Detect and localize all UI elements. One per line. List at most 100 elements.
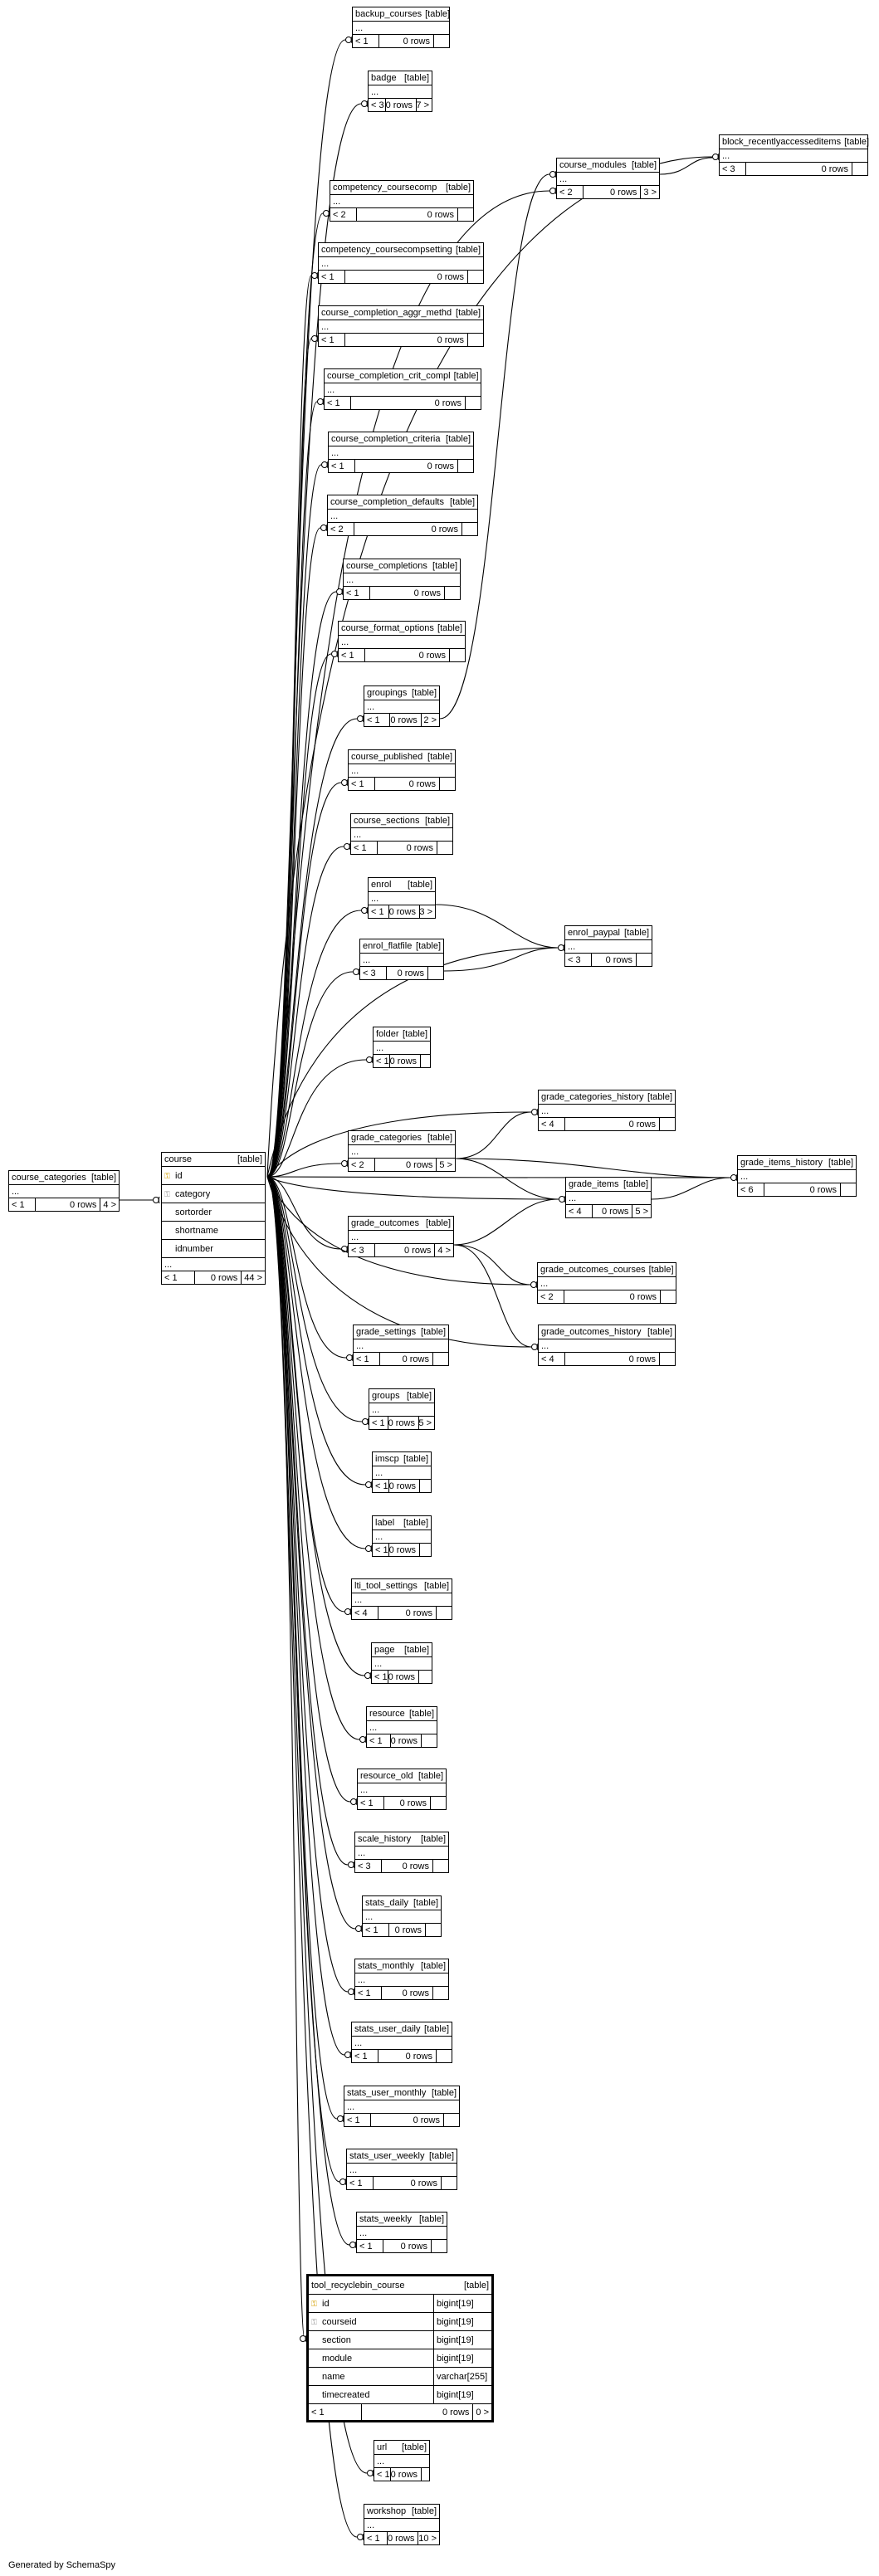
ellipsis-row: ... xyxy=(738,1169,856,1183)
edge-end-stats_user_monthly-crowfoot xyxy=(342,2115,344,2123)
ellipsis-row: ... xyxy=(374,2454,429,2467)
ellipsis-row: ... xyxy=(374,1041,430,1054)
edge-course-folder xyxy=(266,1059,367,1178)
table-course-completion-crit-compl[interactable]: course_completion_crit_compl[table]...< … xyxy=(324,368,481,410)
parent-count: < 1 xyxy=(367,1734,391,1747)
table-header: url[table] xyxy=(374,2441,429,2454)
table-header: course_completion_defaults[table] xyxy=(328,495,477,509)
table-header: groupings[table] xyxy=(364,686,439,700)
child-count xyxy=(637,954,652,966)
edge-end-course_completion_crit_compl-crowfoot xyxy=(322,398,325,406)
table-tag: [table] xyxy=(408,880,432,890)
edge-end-grade_outcomes-crowfoot xyxy=(346,1245,349,1253)
edge-course-grade_outcomes xyxy=(266,1176,342,1250)
table-competency-coursecompsetting[interactable]: competency_coursecompsetting[table]...< … xyxy=(318,242,484,284)
table-tag: [table] xyxy=(418,1771,443,1781)
table-name: imscp xyxy=(375,1454,399,1464)
table-header: folder[table] xyxy=(374,1027,430,1041)
table-tag: [table] xyxy=(456,245,481,255)
child-count xyxy=(458,460,473,472)
edge-course-course_sections xyxy=(266,846,344,1178)
edge-end-folder-crowfoot xyxy=(371,1056,374,1064)
row-count: 0 rows xyxy=(345,271,468,283)
table-header: grade_settings[table] xyxy=(354,1325,448,1339)
edge-end-groupings-crowfoot xyxy=(362,715,364,723)
edge-end-enrol xyxy=(361,907,368,914)
table-name: resource_old xyxy=(360,1771,413,1781)
row-count: 0 rows xyxy=(383,2240,432,2252)
table-header: grade_outcomes[table] xyxy=(349,1217,453,1230)
table-tag: [table] xyxy=(402,2442,427,2452)
edge-course-grade_outcomes_history xyxy=(266,1176,532,1348)
parent-count: < 1 xyxy=(351,842,378,854)
row-count: 0 rows xyxy=(388,2532,419,2544)
row-count: 0 rows xyxy=(378,1607,437,1619)
table-block-recentlyaccesseditems[interactable]: block_recentlyaccesseditems[table]...< 3… xyxy=(719,134,869,176)
table-course-completion-aggr-methd[interactable]: course_completion_aggr_methd[table]...< … xyxy=(318,305,484,347)
edge-end-workshop-crowfoot xyxy=(362,2533,364,2541)
table-name: badge xyxy=(371,73,397,83)
child-count xyxy=(422,1734,437,1747)
edge-course-stats_user_monthly xyxy=(266,1176,338,2120)
table-tag: [table] xyxy=(450,497,475,507)
edge-enrol-paypal xyxy=(435,904,559,949)
table-name: grade_items xyxy=(569,1179,619,1189)
row-count: 0 rows xyxy=(378,2050,437,2062)
edge-end-resource_old-crowfoot xyxy=(355,1798,358,1806)
parent-count: < 3 xyxy=(349,1244,375,1256)
parent-count: < 1 xyxy=(319,334,345,346)
table-name: grade_outcomes_history xyxy=(541,1327,642,1337)
parent-count: < 1 xyxy=(349,778,375,790)
child-count xyxy=(445,587,460,599)
table-tag: [table] xyxy=(647,1327,672,1337)
edge-end-grade_settings-crowfoot xyxy=(351,1354,354,1362)
edge-end-course_completion_aggr_methd-crowfoot xyxy=(316,334,319,343)
row-count: 0 rows xyxy=(564,1290,661,1303)
child-count: 5 > xyxy=(418,1417,432,1428)
table-tag: [table] xyxy=(421,1834,446,1844)
parent-count: < 1 xyxy=(369,1417,388,1429)
